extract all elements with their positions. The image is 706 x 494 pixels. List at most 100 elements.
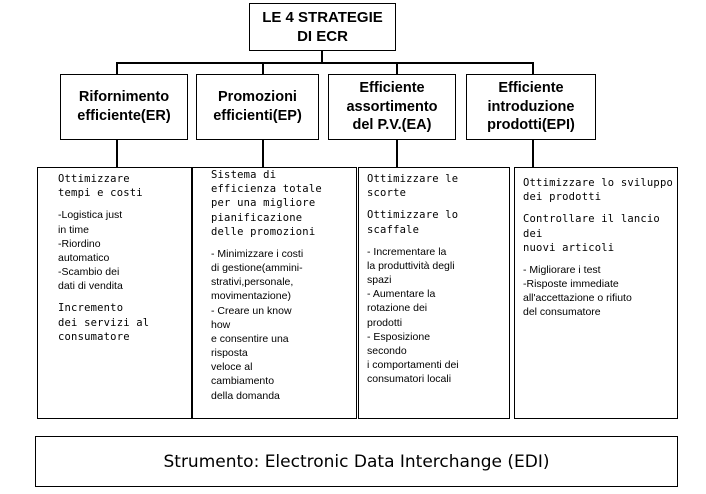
strategy-label: del P.V.(EA) <box>352 117 432 134</box>
detail-line: della domanda <box>211 389 280 402</box>
detail-line: movimentazione) <box>211 290 291 303</box>
detail-line: Ottimizzare le <box>367 173 459 185</box>
tool-label: Strumento: Electronic Data Interchange (… <box>163 451 550 472</box>
block-spacer <box>58 200 185 208</box>
connector-title-down <box>321 51 323 63</box>
detail-line: i comportamenti dei <box>367 359 459 372</box>
detail-line: - Minimizzare i costi <box>211 247 304 260</box>
detail-line: consumatori locali <box>367 373 452 386</box>
strategy-box-ep: Promozioni efficienti(EP) <box>196 74 319 140</box>
detail-line: Ottimizzare lo sviluppo <box>523 177 673 189</box>
detail-block: - Minimizzare i costi di gestione(ammini-… <box>211 247 350 403</box>
detail-line: - Creare un know <box>211 304 292 317</box>
connector-epi-down <box>532 140 534 167</box>
strategy-box-er: Rifornimento efficiente(ER) <box>60 74 188 140</box>
detail-line: per una migliore <box>211 197 316 210</box>
detail-line: rotazione dei <box>367 302 428 315</box>
tool-box: Strumento: Electronic Data Interchange (… <box>35 436 678 487</box>
detail-line: -Logistica just <box>58 209 123 222</box>
detail-line: e consentire una <box>211 332 289 345</box>
detail-line: consumatore <box>58 330 130 343</box>
detail-line: Sistema di <box>211 169 277 181</box>
detail-line: pianificazione <box>211 211 303 224</box>
strategy-label: Promozioni <box>218 89 297 106</box>
detail-line: dei <box>523 227 543 240</box>
detail-line: delle promozioni <box>211 225 316 238</box>
detail-line: Ottimizzare lo <box>367 209 459 222</box>
detail-line: - Migliorare i test <box>523 263 601 276</box>
detail-block: Ottimizzare lo sviluppo dei prodotti <box>523 176 673 204</box>
block-spacer <box>523 204 671 212</box>
strategy-label: Efficiente <box>498 80 564 97</box>
connector-ea-down <box>396 140 398 167</box>
detail-line: - Incrementare la <box>367 245 447 258</box>
strategy-label: assortimento <box>346 98 438 115</box>
connector-er-down <box>116 140 118 167</box>
detail-line: Ottimizzare <box>58 173 130 185</box>
detail-line: secondo <box>367 344 407 357</box>
detail-line: in time <box>58 223 89 236</box>
detail-line: veloce al <box>211 361 253 374</box>
detail-line: nuovi articoli <box>523 241 615 254</box>
detail-line: spazi <box>367 274 392 287</box>
strategy-label: efficienti(EP) <box>213 108 302 124</box>
detail-line: automatico <box>58 251 110 264</box>
block-spacer <box>367 237 503 245</box>
detail-line: dei prodotti <box>523 191 602 204</box>
block-spacer <box>523 255 671 263</box>
title-line: LE 4 STRATEGIE <box>262 8 383 26</box>
detail-line: dei servizi al <box>58 316 150 329</box>
block-spacer <box>367 200 503 208</box>
connector-horizontal <box>116 62 534 64</box>
block-spacer <box>211 239 350 247</box>
title-box: LE 4 STRATEGIE DI ECR <box>249 3 396 51</box>
detail-line: strativi,personale, <box>211 276 294 289</box>
connector-ep-down <box>262 140 264 167</box>
detail-line: -Riordino <box>58 237 101 250</box>
block-spacer <box>58 293 185 301</box>
detail-line: how <box>211 318 231 331</box>
strategy-label: introduzione <box>487 98 575 115</box>
detail-line: del consumatore <box>523 306 601 319</box>
detail-line: - Aumentare la <box>367 288 436 301</box>
connector-epi-up <box>532 62 534 74</box>
detail-line: - Esposizione <box>367 330 431 343</box>
detail-line: all'accettazione o rifiuto <box>523 292 632 305</box>
connector-ep-up <box>262 62 264 74</box>
detail-line: cambiamento <box>211 375 275 388</box>
detail-block: Ottimizzare le scorte <box>367 172 503 200</box>
detail-line: -Scambio dei <box>58 266 120 279</box>
detail-line: scaffale <box>367 223 420 236</box>
strategy-box-ea: Efficiente assortimento del P.V.(EA) <box>328 74 456 140</box>
detail-line: prodotti <box>367 316 403 329</box>
title-line: DI ECR <box>297 28 348 45</box>
connector-er-up <box>116 62 118 74</box>
detail-line: dati di vendita <box>58 280 123 293</box>
detail-line: di gestione(ammini- <box>211 262 303 275</box>
strategy-label: prodotti(EPI) <box>487 117 575 134</box>
strategy-box-epi: Efficiente introduzione prodotti(EPI) <box>466 74 596 140</box>
detail-block: Ottimizzare tempi e costi <box>58 172 185 200</box>
detail-line: -Risposte immediate <box>523 278 619 291</box>
detail-line: risposta <box>211 347 248 360</box>
detail-line: Incremento <box>58 302 124 315</box>
strategy-label: Rifornimento <box>78 89 170 106</box>
connector-ea-up <box>396 62 398 74</box>
strategy-label: efficiente(ER) <box>77 108 171 124</box>
detail-line: efficienza totale <box>211 183 322 196</box>
detail-line: tempi e costi <box>58 187 143 200</box>
detail-line: scorte <box>367 187 407 200</box>
detail-line: la produttività degli <box>367 259 455 272</box>
strategy-label: Efficiente <box>359 80 425 97</box>
